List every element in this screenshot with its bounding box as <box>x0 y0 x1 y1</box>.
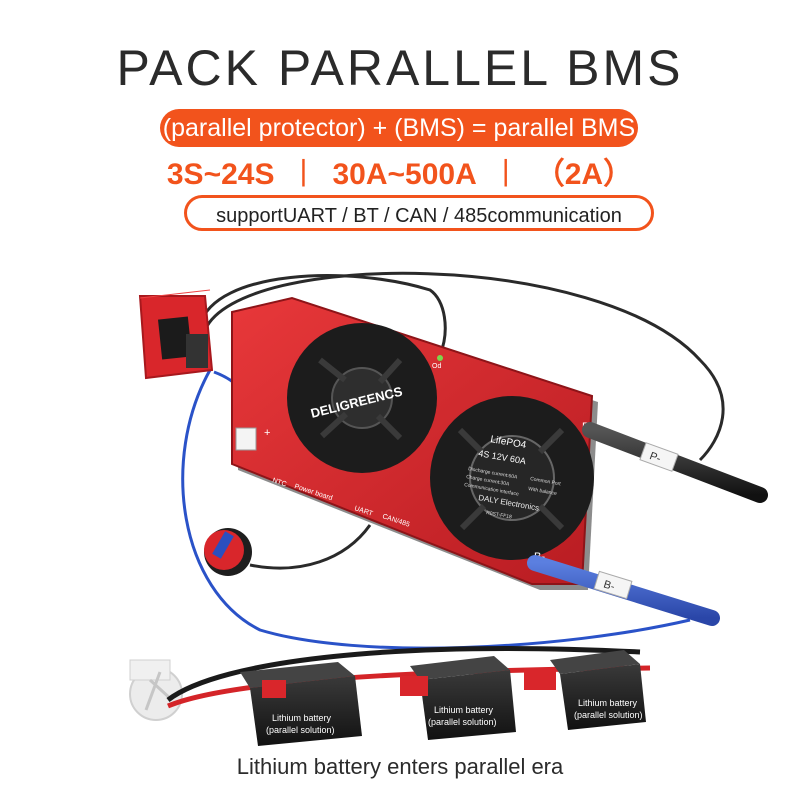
battery-2-label: Lithium battery <box>434 705 494 715</box>
p-minus-cable: P- <box>582 422 768 503</box>
signal-wire <box>203 271 725 462</box>
p-cable-label: P- <box>648 450 663 465</box>
b-minus-cable: B- <box>527 555 720 626</box>
page-title: PACK PARALLEL BMS <box>116 40 684 96</box>
b-cable-label: B- <box>602 579 616 594</box>
signal-wire <box>249 524 372 570</box>
footer-caption: Lithium battery enters parallel era <box>236 754 564 779</box>
battery-2 <box>400 656 516 740</box>
motor-icon <box>129 659 183 721</box>
spec-separator: 丨 <box>490 158 521 191</box>
spec-line: 3S~24S 丨 30A~500A 丨 （2A） <box>0 153 800 197</box>
bluetooth-dongle <box>204 528 252 576</box>
battery-3-sublabel: (parallel solution) <box>574 710 643 720</box>
board-plus: + <box>264 427 270 439</box>
common-port-label: Common Port <box>530 476 562 487</box>
blue-wire <box>181 369 691 650</box>
battery-3-label: Lithium battery <box>578 698 638 708</box>
battery-1-sublabel: (parallel solution) <box>266 725 335 735</box>
bms-board: + P- B- DELIGREENCS LifePO4 4S 12V 60A D… <box>231 296 598 590</box>
battery-2-sublabel: (parallel solution) <box>428 717 497 727</box>
formula-banner: (parallel protector) + (BMS) = parallel … <box>160 109 638 147</box>
parallel-protector <box>138 289 214 380</box>
port-ntc: NTC <box>271 477 287 488</box>
parallel-current: （2A） <box>534 158 634 191</box>
series-range: 3S~24S <box>166 158 275 191</box>
signal-wire <box>198 274 447 356</box>
battery-3 <box>524 650 646 730</box>
battery-1 <box>240 662 362 746</box>
communication-badge: supportUART / BT / CAN / 485communicatio… <box>184 195 654 231</box>
balance-label: With balance <box>528 486 558 497</box>
battery-1-label: Lithium battery <box>272 713 332 723</box>
current-range: 30A~500A <box>332 158 477 191</box>
code-label: R0ST-FF18 <box>486 510 513 520</box>
spec-separator: 丨 <box>288 158 319 191</box>
port-od: Od <box>432 363 441 370</box>
